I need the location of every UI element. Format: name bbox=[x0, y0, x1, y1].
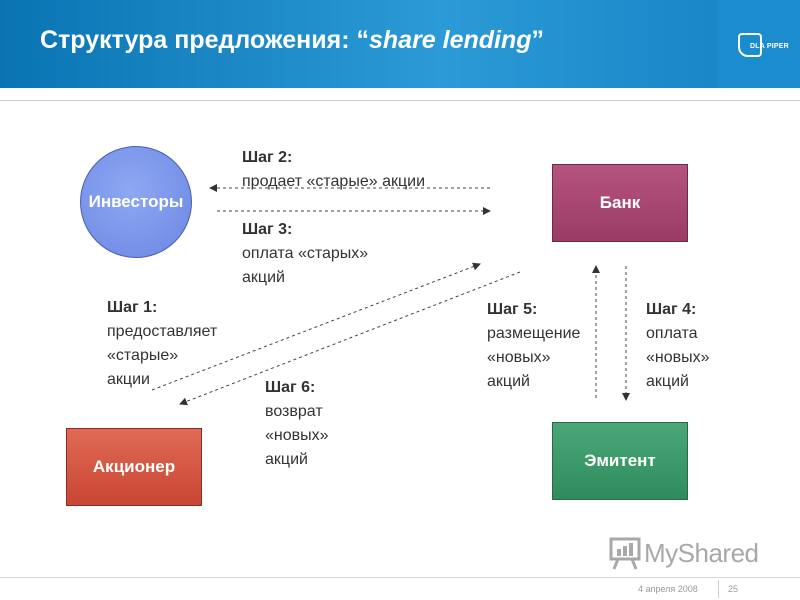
step-5-heading: Шаг 5: bbox=[487, 301, 538, 318]
node-issuer-label: Эмитент bbox=[584, 451, 656, 470]
dla-piper-logo-icon bbox=[738, 33, 762, 57]
step-4-line: «новых» bbox=[646, 349, 710, 366]
step-3-line: оплата «старых» bbox=[242, 245, 369, 262]
step-6-heading: Шаг 6: bbox=[265, 379, 316, 396]
step-6-label: Шаг 6: возврат «новых» акций bbox=[265, 376, 329, 472]
logo-text: DLA PIPER bbox=[750, 43, 789, 50]
watermark: MyShared bbox=[608, 536, 759, 570]
step-6-line: акций bbox=[265, 451, 308, 468]
step-3-line: акций bbox=[242, 269, 285, 286]
step-2-heading: Шаг 2: bbox=[242, 149, 293, 166]
node-shareholder-label: Акционер bbox=[92, 457, 176, 476]
step-2-line: продает «старые» акции bbox=[242, 173, 426, 190]
step-5-line: акций bbox=[487, 373, 530, 390]
step-1-line: «старые» bbox=[107, 347, 179, 364]
title-prefix: Структура предложения: “ bbox=[40, 26, 369, 54]
header-bar bbox=[0, 0, 800, 88]
step-1-line: предоставляет bbox=[107, 323, 218, 340]
step-1-label: Шаг 1: предоставляет «старые» акции bbox=[107, 296, 217, 392]
title-suffix: ” bbox=[531, 26, 545, 54]
node-shareholder: Акционер bbox=[66, 428, 202, 506]
arrow-step6 bbox=[179, 271, 521, 406]
step-6-line: «новых» bbox=[265, 427, 329, 444]
footer-date: 4 апреля 2008 bbox=[638, 584, 698, 594]
step-4-label: Шаг 4: оплата «новых» акций bbox=[646, 298, 710, 394]
node-investors-label: Инвесторы bbox=[88, 192, 184, 211]
step-5-label: Шаг 5: размещение «новых» акций bbox=[487, 298, 580, 394]
step-1-line: акции bbox=[107, 371, 150, 388]
footer-divider bbox=[0, 577, 800, 578]
presentation-board-icon bbox=[609, 537, 641, 570]
step-4-line: оплата bbox=[646, 325, 698, 342]
step-2-label: Шаг 2: продает «старые» акции bbox=[242, 146, 425, 194]
step-4-line: акций bbox=[646, 373, 689, 390]
arrow-step1 bbox=[151, 262, 481, 391]
node-bank-label: Банк bbox=[599, 193, 641, 212]
node-bank: Банк bbox=[552, 164, 688, 242]
page-number: 25 bbox=[728, 584, 739, 594]
slide-title: Структура предложения: “share lending” bbox=[40, 26, 544, 55]
step-4-heading: Шаг 4: bbox=[646, 301, 697, 318]
title-italic: share lending bbox=[368, 26, 532, 54]
step-3-label: Шаг 3: оплата «старых» акций bbox=[242, 218, 368, 290]
watermark-text: MyShared bbox=[644, 537, 759, 568]
step-5-line: «новых» bbox=[487, 349, 551, 366]
step-3-heading: Шаг 3: bbox=[242, 221, 293, 238]
node-investors: Инвесторы bbox=[80, 146, 192, 258]
logo-panel bbox=[718, 0, 800, 88]
header-divider bbox=[0, 100, 800, 101]
step-1-heading: Шаг 1: bbox=[107, 299, 158, 316]
step-5-line: размещение bbox=[487, 325, 581, 342]
footer-separator bbox=[718, 580, 719, 598]
node-issuer: Эмитент bbox=[552, 422, 688, 500]
step-6-line: возврат bbox=[265, 403, 323, 420]
